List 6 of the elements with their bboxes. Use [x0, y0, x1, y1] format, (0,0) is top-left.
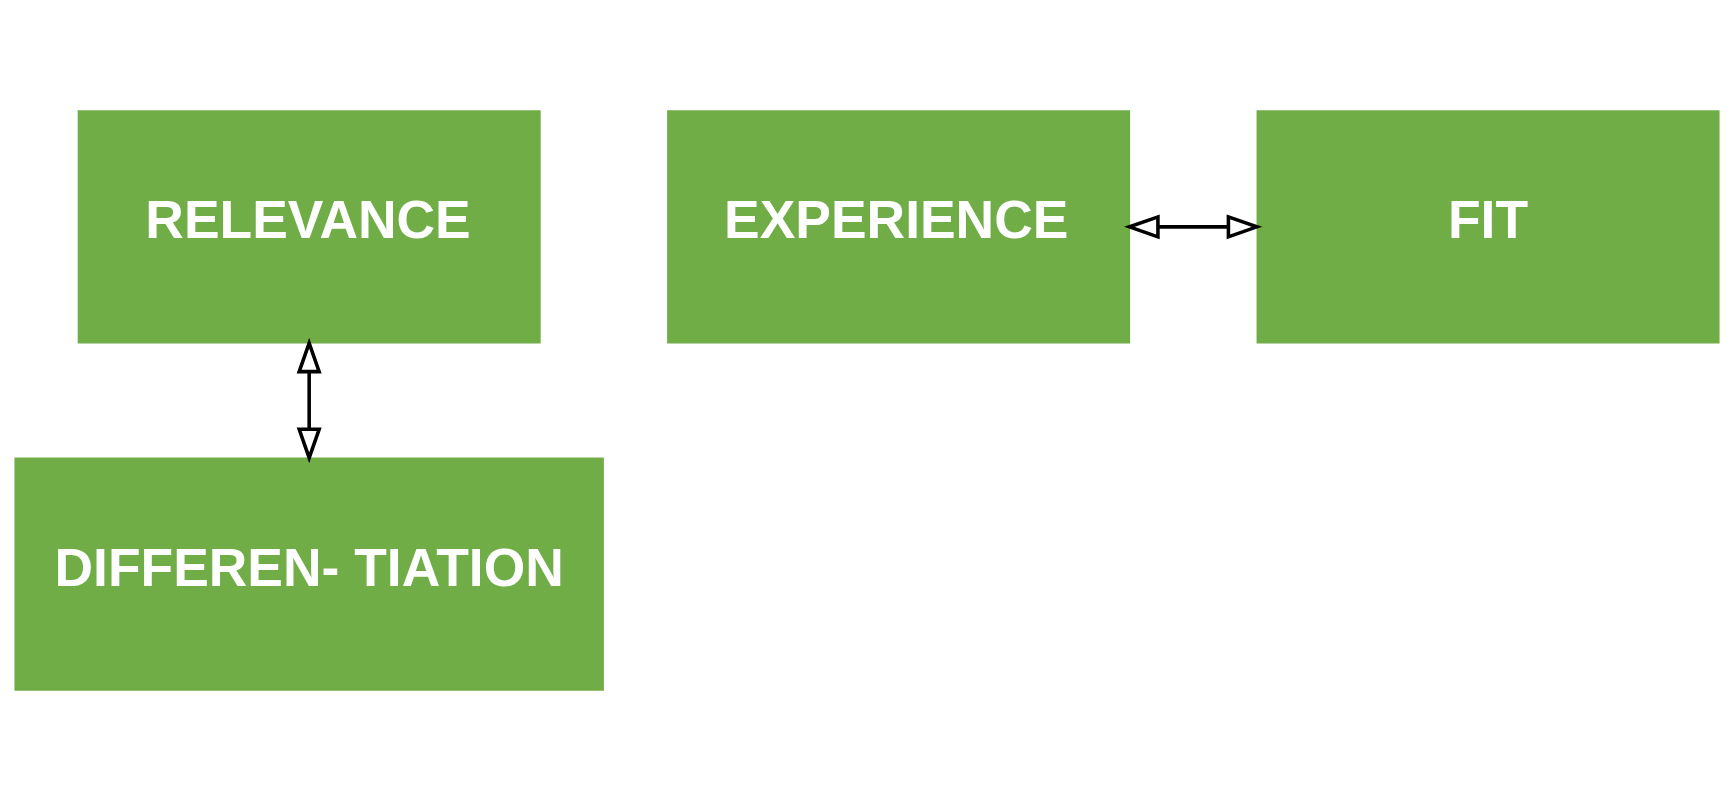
- arrow: [1124, 213, 1263, 239]
- node-box: FIT: [1256, 109, 1720, 343]
- node-box: EXPERIENCE: [667, 109, 1131, 343]
- arrow: [296, 337, 322, 463]
- node-box: RELEVANCE: [77, 109, 541, 343]
- node-box: DIFFEREN- TIATION: [14, 457, 604, 691]
